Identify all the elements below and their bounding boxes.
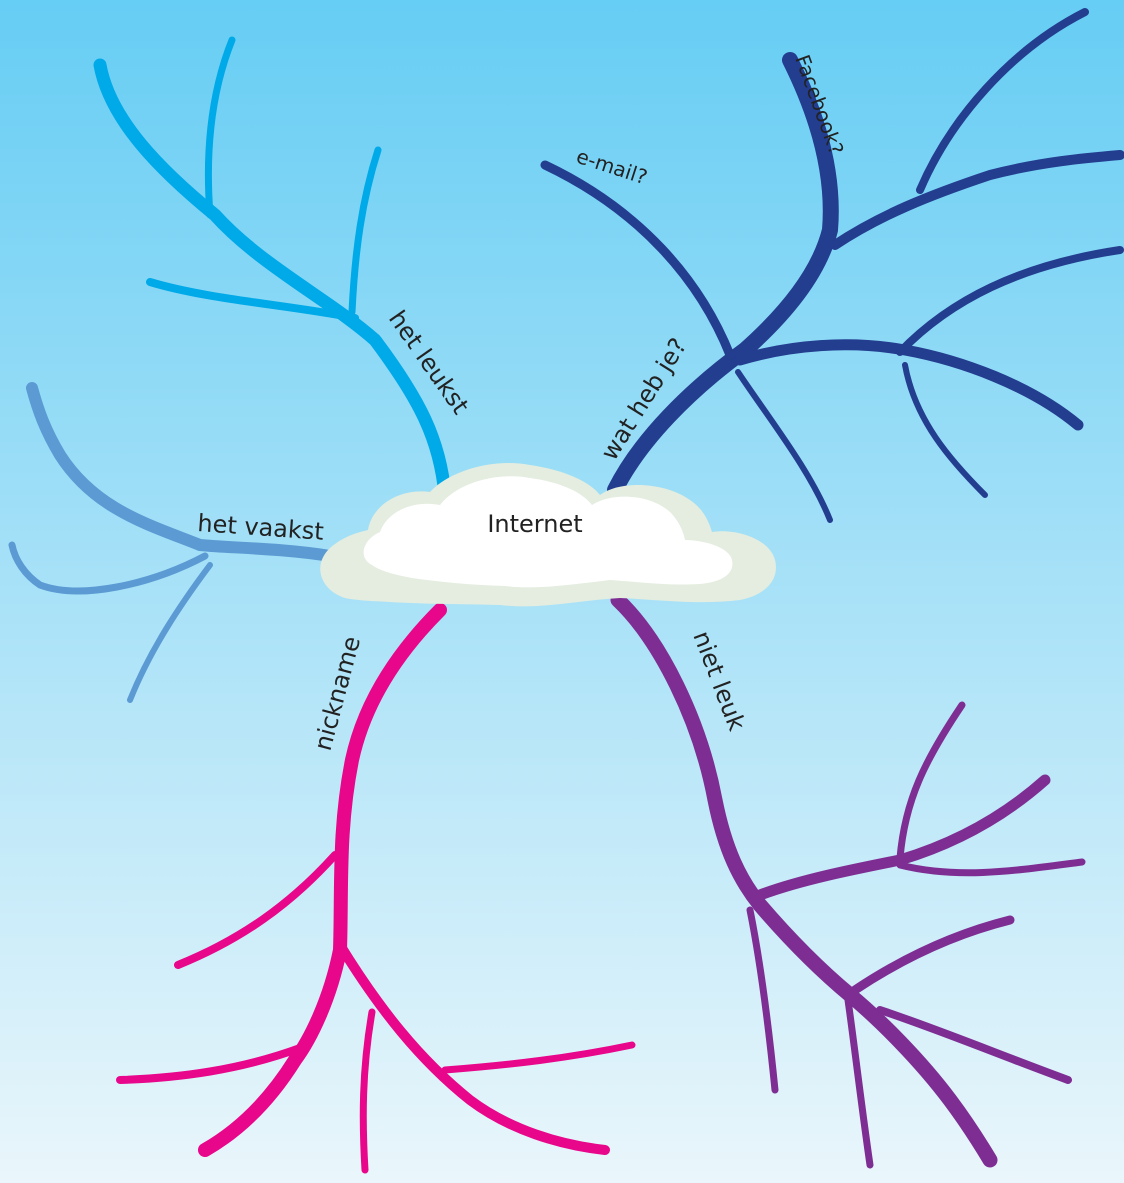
center-label: Internet — [487, 510, 582, 538]
